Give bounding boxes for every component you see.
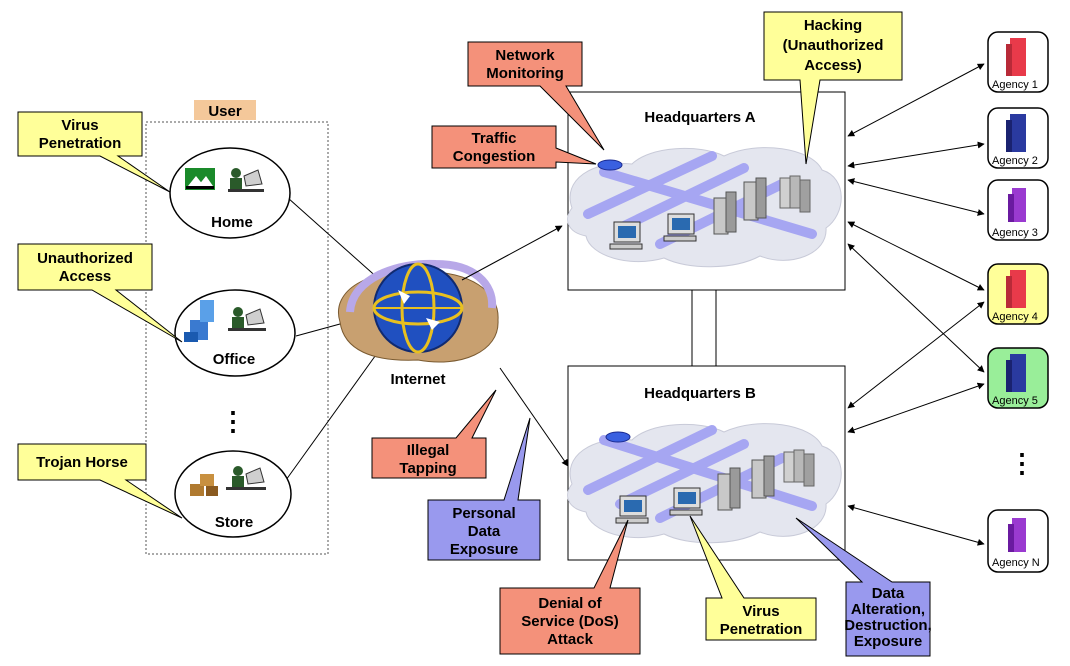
internet-hq-links bbox=[461, 225, 569, 467]
agency-4: Agency 4 bbox=[987, 263, 1049, 325]
agency-label: Agency 4 bbox=[992, 311, 1038, 323]
store-ellipse bbox=[174, 450, 292, 538]
server-rack-icon bbox=[783, 449, 815, 487]
internet-hq-a-link bbox=[461, 225, 563, 281]
computer-icon bbox=[669, 487, 703, 516]
building-icon bbox=[1006, 354, 1026, 392]
hq-a: Headquarters A bbox=[567, 91, 846, 291]
hq-a-title: Headquarters A bbox=[644, 109, 755, 126]
person-at-desk-icon bbox=[228, 168, 264, 192]
hq-link bbox=[691, 290, 717, 366]
hq-b: Headquarters B bbox=[567, 365, 846, 561]
building-icon bbox=[1006, 38, 1026, 76]
computer-icon bbox=[615, 495, 649, 524]
hq-b-title: Headquarters B bbox=[644, 385, 756, 402]
internet-node: Internet bbox=[338, 259, 499, 388]
store-label: Store bbox=[215, 514, 253, 531]
svg-text:Trojan Horse: Trojan Horse bbox=[36, 454, 128, 471]
office-label: Office bbox=[213, 351, 256, 368]
house-icon bbox=[185, 168, 215, 190]
computer-icon bbox=[609, 221, 643, 250]
agency-label: Agency 2 bbox=[992, 155, 1038, 167]
agency-links bbox=[847, 63, 985, 546]
user-title: User bbox=[208, 103, 242, 120]
internet-label: Internet bbox=[390, 371, 445, 388]
store-internet-link bbox=[285, 351, 379, 481]
agency-3: Agency 3 bbox=[987, 179, 1049, 241]
agency-1: Agency 1 bbox=[987, 31, 1049, 93]
server-icon bbox=[717, 467, 741, 511]
home-internet-link bbox=[287, 197, 381, 281]
agency-label: Agency N bbox=[992, 557, 1040, 569]
agency-2: Agency 2 bbox=[987, 107, 1049, 169]
agency-5: Agency 5 bbox=[987, 347, 1049, 409]
agency-label: Agency 1 bbox=[992, 79, 1038, 91]
home-node: Home bbox=[169, 147, 291, 239]
agency-label: Agency 5 bbox=[992, 395, 1038, 407]
user-title-bg bbox=[194, 100, 256, 120]
server-icon bbox=[713, 191, 737, 235]
internet-hq-b-link bbox=[499, 367, 569, 467]
router-icon bbox=[605, 431, 631, 443]
internet-halo bbox=[346, 259, 497, 313]
building-icon bbox=[1008, 518, 1026, 552]
agency-label: Agency 3 bbox=[992, 227, 1038, 239]
store-boxes-icon bbox=[190, 474, 218, 496]
building-icon bbox=[1006, 114, 1026, 152]
user-group-border bbox=[145, 121, 329, 555]
server-rack-icon bbox=[779, 175, 811, 213]
router-icon bbox=[597, 159, 623, 171]
agency-ellipsis: ⋮ bbox=[1009, 448, 1035, 478]
callout-trojan-horse: Trojan Horse bbox=[17, 443, 183, 519]
building-icon bbox=[1008, 188, 1026, 222]
home-label: Home bbox=[211, 214, 253, 231]
computer-icon bbox=[663, 213, 697, 242]
store-node: Store bbox=[174, 450, 292, 538]
building-icon bbox=[1006, 270, 1026, 308]
agency-n: Agency N bbox=[987, 509, 1049, 573]
person-at-desk-icon bbox=[228, 307, 266, 331]
office-building-icon bbox=[184, 300, 214, 342]
server-icon bbox=[743, 177, 767, 221]
user-ellipsis: ⋮ bbox=[220, 406, 246, 436]
office-node: Office bbox=[174, 289, 296, 377]
person-at-desk-icon bbox=[226, 466, 266, 490]
server-icon bbox=[751, 455, 775, 499]
user-group: User ⋮ bbox=[145, 100, 329, 555]
